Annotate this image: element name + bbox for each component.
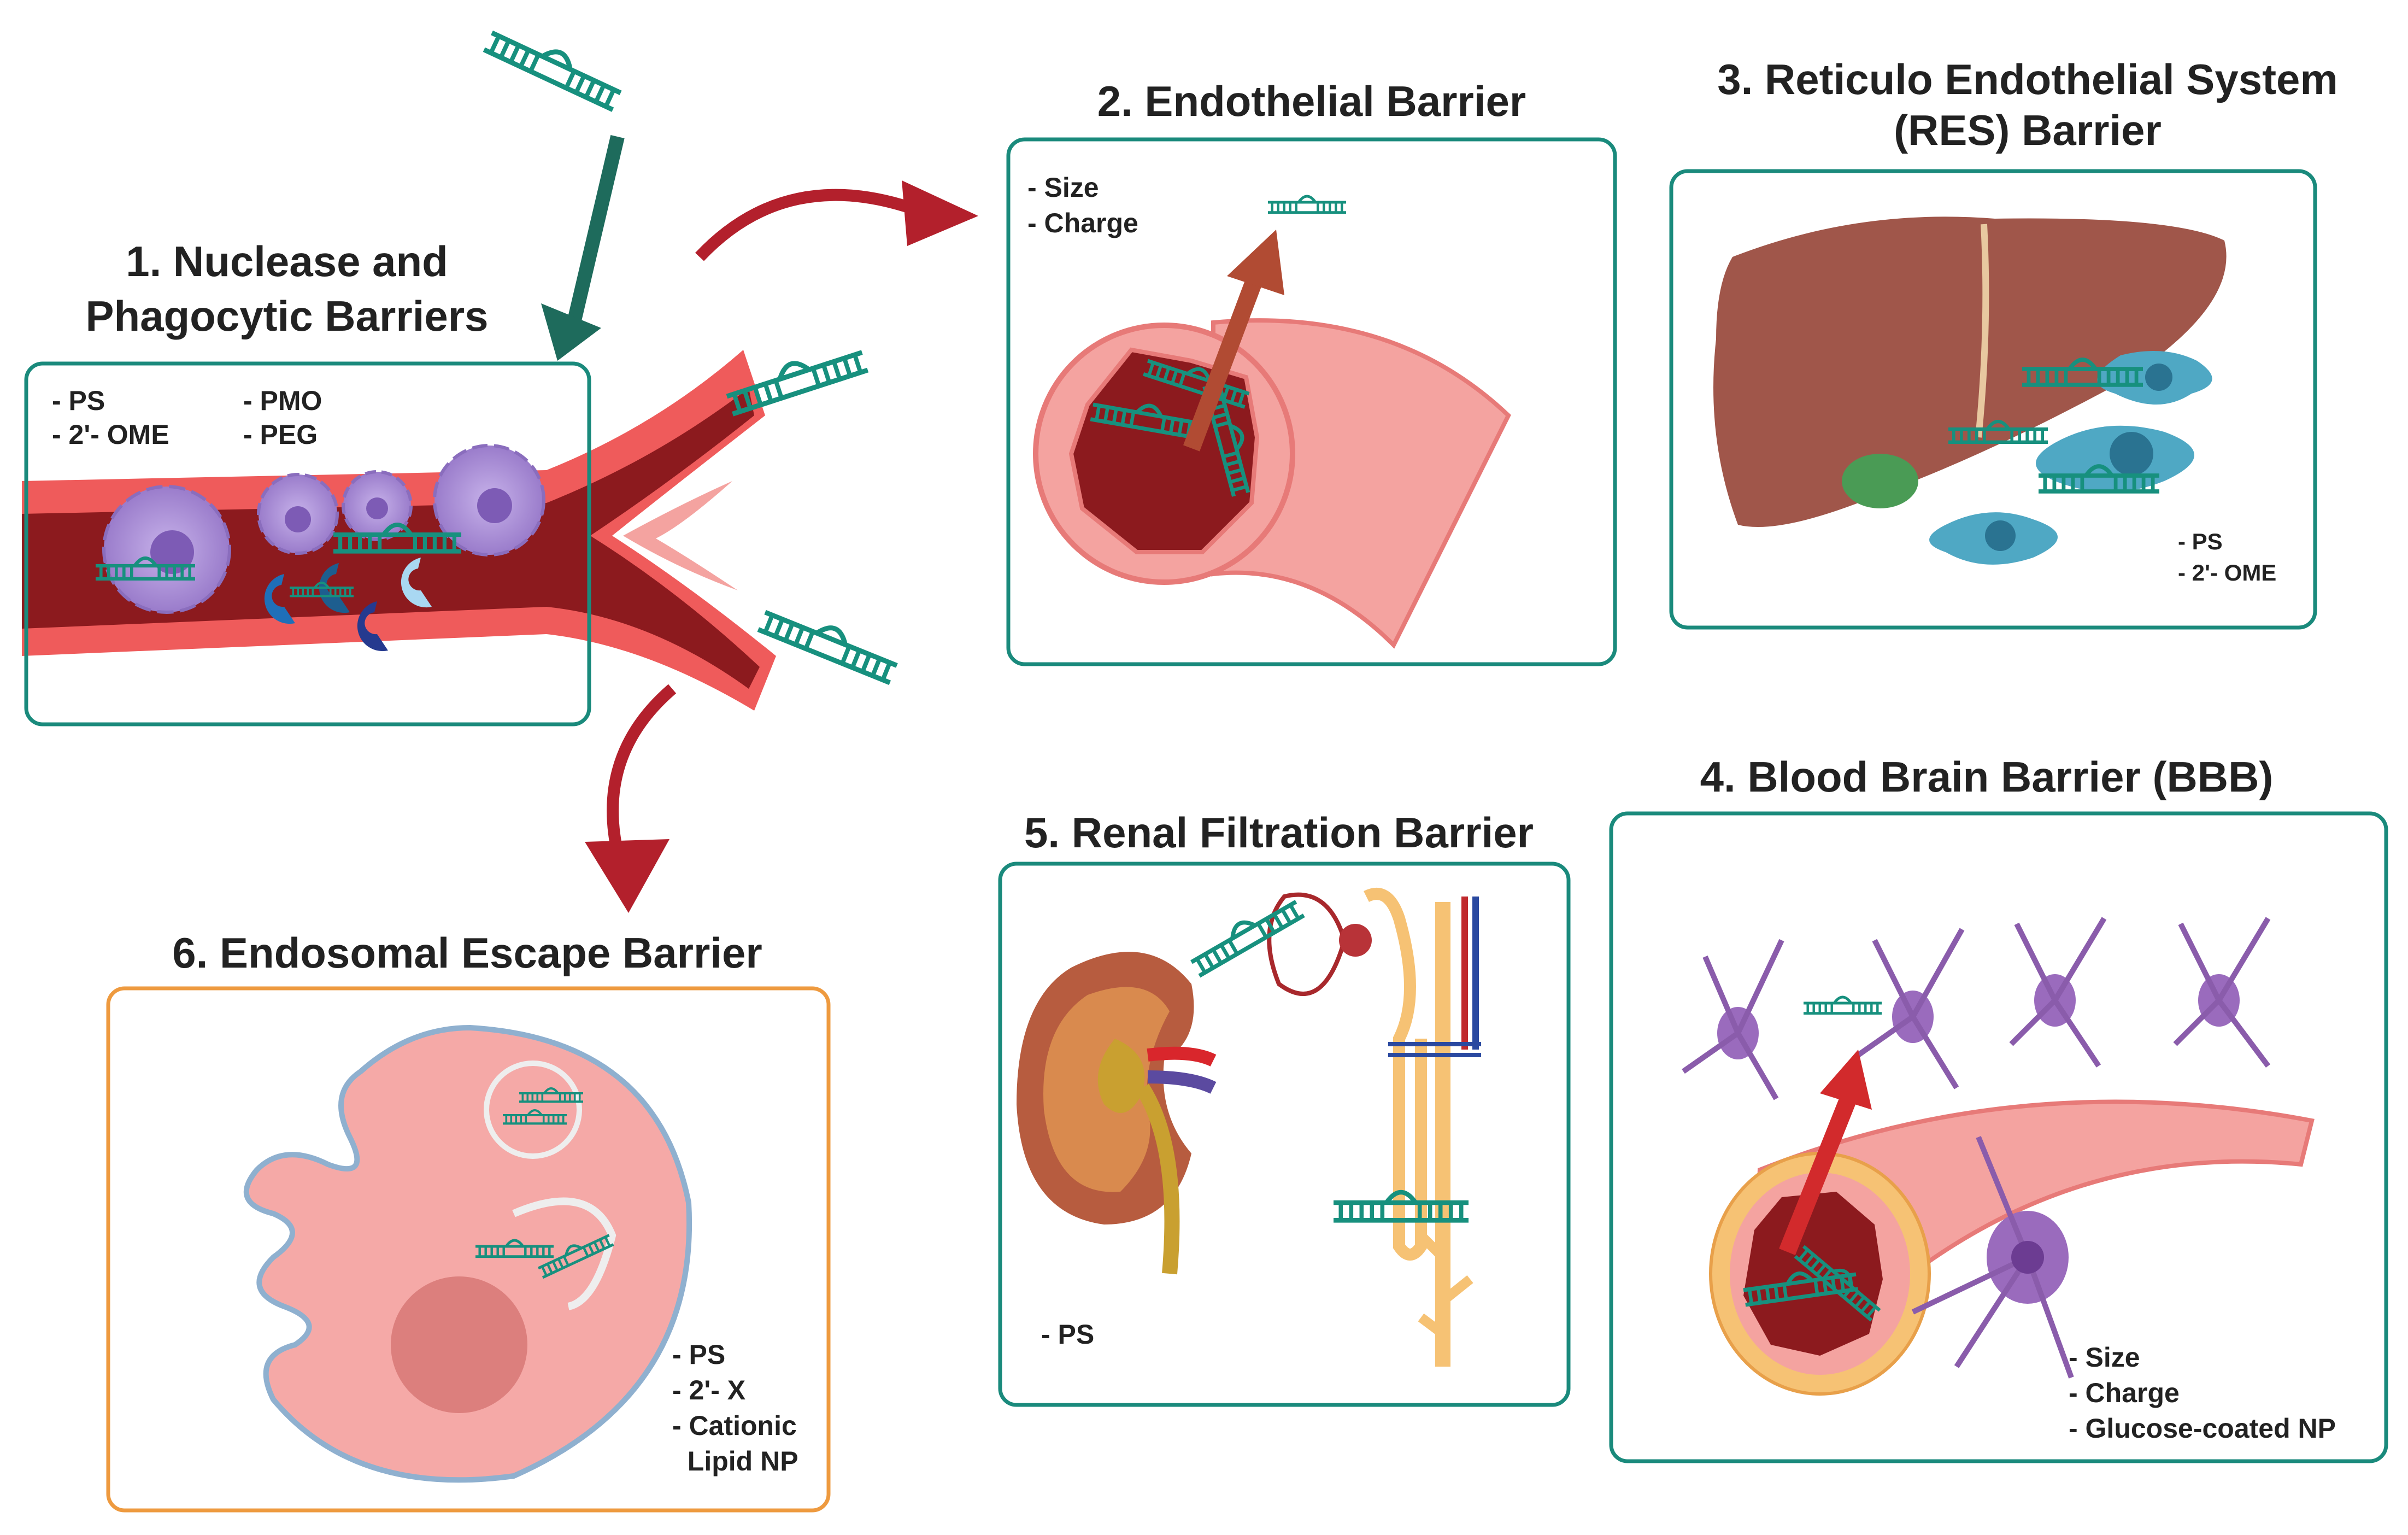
bbb-label-glucose: - Glucose-coated NP xyxy=(2069,1413,2336,1444)
bbb-frame xyxy=(1609,811,2388,1463)
endothelial-oligo-escaped xyxy=(1268,196,1346,213)
arrow-to-endothelial xyxy=(695,189,920,261)
astrocytes xyxy=(1682,917,2271,1379)
nuclease-label-peg: - PEG xyxy=(243,419,318,450)
nuclease-frame xyxy=(24,361,591,727)
nuclease-enzymes xyxy=(264,558,432,652)
incoming-oligo xyxy=(484,23,625,110)
endosomal-label-2x: - 2'- X xyxy=(672,1375,745,1405)
endothelial-frame xyxy=(1006,137,1617,666)
entry-arrow-head xyxy=(541,303,601,361)
endothelial-label-size: - Size xyxy=(1027,172,1099,203)
renal-oligo-1 xyxy=(1187,894,1304,976)
endothelial-label-charge: - Charge xyxy=(1027,208,1138,238)
renal-title: 5. Renal Filtration Barrier xyxy=(1024,808,1534,857)
endosomal-panel: 6. Endosomal Escape Barrier - PS - 2'- X… xyxy=(106,929,831,1513)
endothelial-vessel xyxy=(1033,318,1511,649)
bbb-oligo-escaped xyxy=(1804,997,1882,1013)
bbb-label-charge: - Charge xyxy=(2069,1378,2180,1408)
renal-panel: 5. Renal Filtration Barrier - PS xyxy=(998,808,1571,1407)
nuclease-label-pmo: - PMO xyxy=(243,385,322,416)
res-label-ps: - PS xyxy=(2178,529,2223,554)
nuclease-label-ome: - 2'- OME xyxy=(52,419,169,450)
kidney xyxy=(1017,952,1217,1275)
nuclease-label-ps: - PS xyxy=(52,385,105,416)
bbb-title: 4. Blood Brain Barrier (BBB) xyxy=(1700,753,2274,801)
oligo-escaping-bottom xyxy=(758,602,901,682)
renal-frame xyxy=(998,862,1571,1407)
phagocytic-cells xyxy=(102,444,545,614)
bbb-arrow-head xyxy=(1820,1050,1872,1110)
res-frame xyxy=(1669,169,2317,630)
nephron xyxy=(1267,888,1481,1367)
bbb-arrow-shaft xyxy=(1779,1085,1861,1255)
astrocyte-nucleus xyxy=(2011,1241,2044,1274)
entry-arrow-shaft xyxy=(567,135,625,324)
endosome xyxy=(243,1024,692,1483)
res-title-line2: (RES) Barrier xyxy=(1894,106,2162,154)
liver xyxy=(1713,216,2227,527)
bbb-vessel xyxy=(1709,1099,2315,1396)
endosomal-label-cationic: - Cationic xyxy=(672,1410,797,1441)
endothelial-arrow-shaft xyxy=(1183,270,1265,452)
nuclease-title-line1: 1. Nuclease and xyxy=(126,237,448,285)
endosomal-title: 6. Endosomal Escape Barrier xyxy=(172,929,762,977)
arrow-to-endosomal-head xyxy=(585,839,669,913)
endosomal-label-ps: - PS xyxy=(672,1339,725,1370)
bbb-panel: 4. Blood Brain Barrier (BBB) - Size - C xyxy=(1609,753,2388,1463)
res-label-ome: - 2'- OME xyxy=(2178,560,2276,585)
res-title-line1: 3. Reticulo Endothelial System xyxy=(1717,55,2338,103)
endothelial-panel: 2. Endothelial Barrier - Size - Charge xyxy=(1006,77,1617,666)
bbb-label-size: - Size xyxy=(2069,1342,2140,1373)
arrow-to-endosomal xyxy=(607,684,677,854)
nuclease-panel: 1. Nuclease and Phagocytic Barriers xyxy=(22,23,978,913)
res-panel: 3. Reticulo Endothelial System (RES) Bar… xyxy=(1669,55,2338,630)
renal-label-ps: - PS xyxy=(1041,1319,1094,1350)
arrow-to-endothelial-head xyxy=(902,180,978,246)
endosomal-label-lipid: Lipid NP xyxy=(672,1446,798,1477)
endosomal-frame xyxy=(106,986,831,1513)
endothelial-title: 2. Endothelial Barrier xyxy=(1097,77,1526,125)
nuclease-title-line2: Phagocytic Barriers xyxy=(85,292,488,340)
endothelial-arrow-head xyxy=(1227,230,1284,295)
